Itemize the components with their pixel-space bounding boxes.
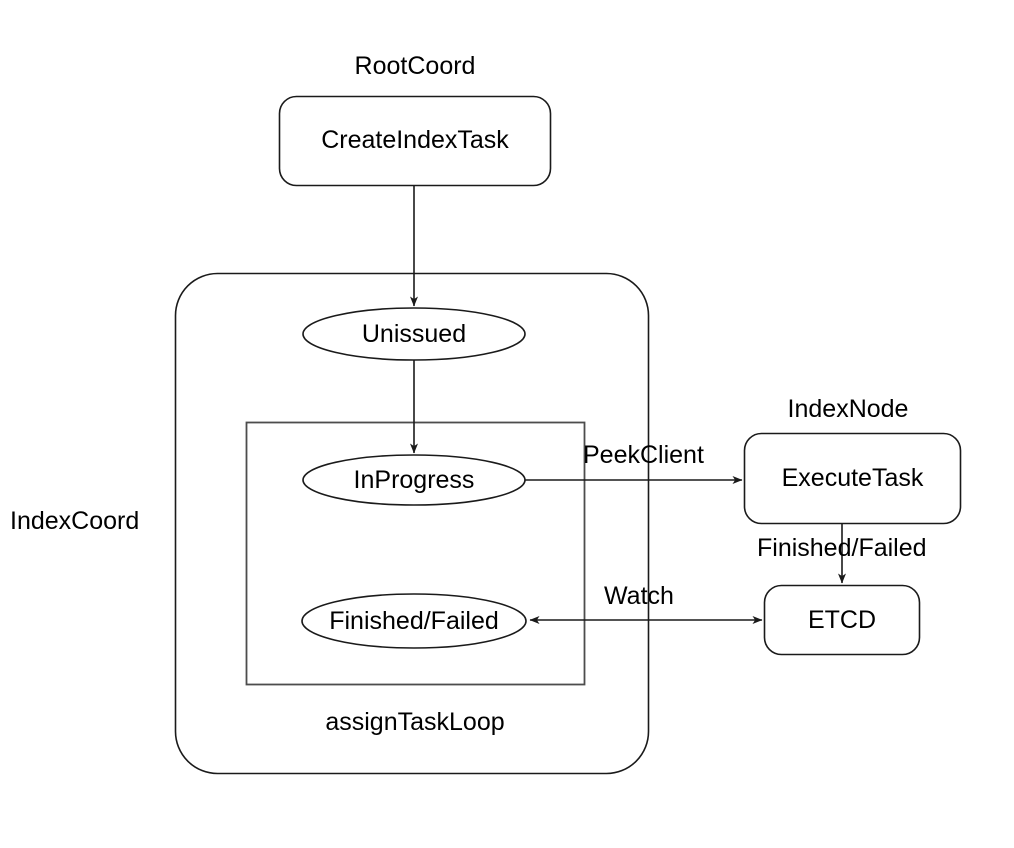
finished-failed-ellipse[interactable] xyxy=(301,593,527,649)
edge-label-finished-failed: Finished/Failed xyxy=(757,534,927,562)
index-coord-container xyxy=(174,272,650,775)
execute-task-box[interactable] xyxy=(743,432,962,525)
edge-label-peek-client: PeekClient xyxy=(583,441,704,469)
create-index-task-box[interactable] xyxy=(278,95,552,187)
node-label-finished-failed[interactable]: Finished/Failed xyxy=(329,607,499,635)
group-label-index-coord: IndexCoord xyxy=(10,507,140,535)
node-label-in-progress[interactable]: InProgress xyxy=(353,466,475,494)
node-label-execute-task[interactable]: ExecuteTask xyxy=(781,464,924,492)
node-label-create-index-task[interactable]: CreateIndexTask xyxy=(321,126,509,154)
group-label-index-node: IndexNode xyxy=(787,395,909,423)
group-label-root-coord: RootCoord xyxy=(354,52,476,80)
assign-task-loop-box xyxy=(245,421,586,686)
node-label-etcd[interactable]: ETCD xyxy=(807,606,877,634)
group-label-assign-task-loop: assignTaskLoop xyxy=(325,708,505,736)
etcd-box[interactable] xyxy=(763,584,921,656)
edge-label-watch: Watch xyxy=(604,582,674,610)
node-label-unissued[interactable]: Unissued xyxy=(361,320,467,348)
